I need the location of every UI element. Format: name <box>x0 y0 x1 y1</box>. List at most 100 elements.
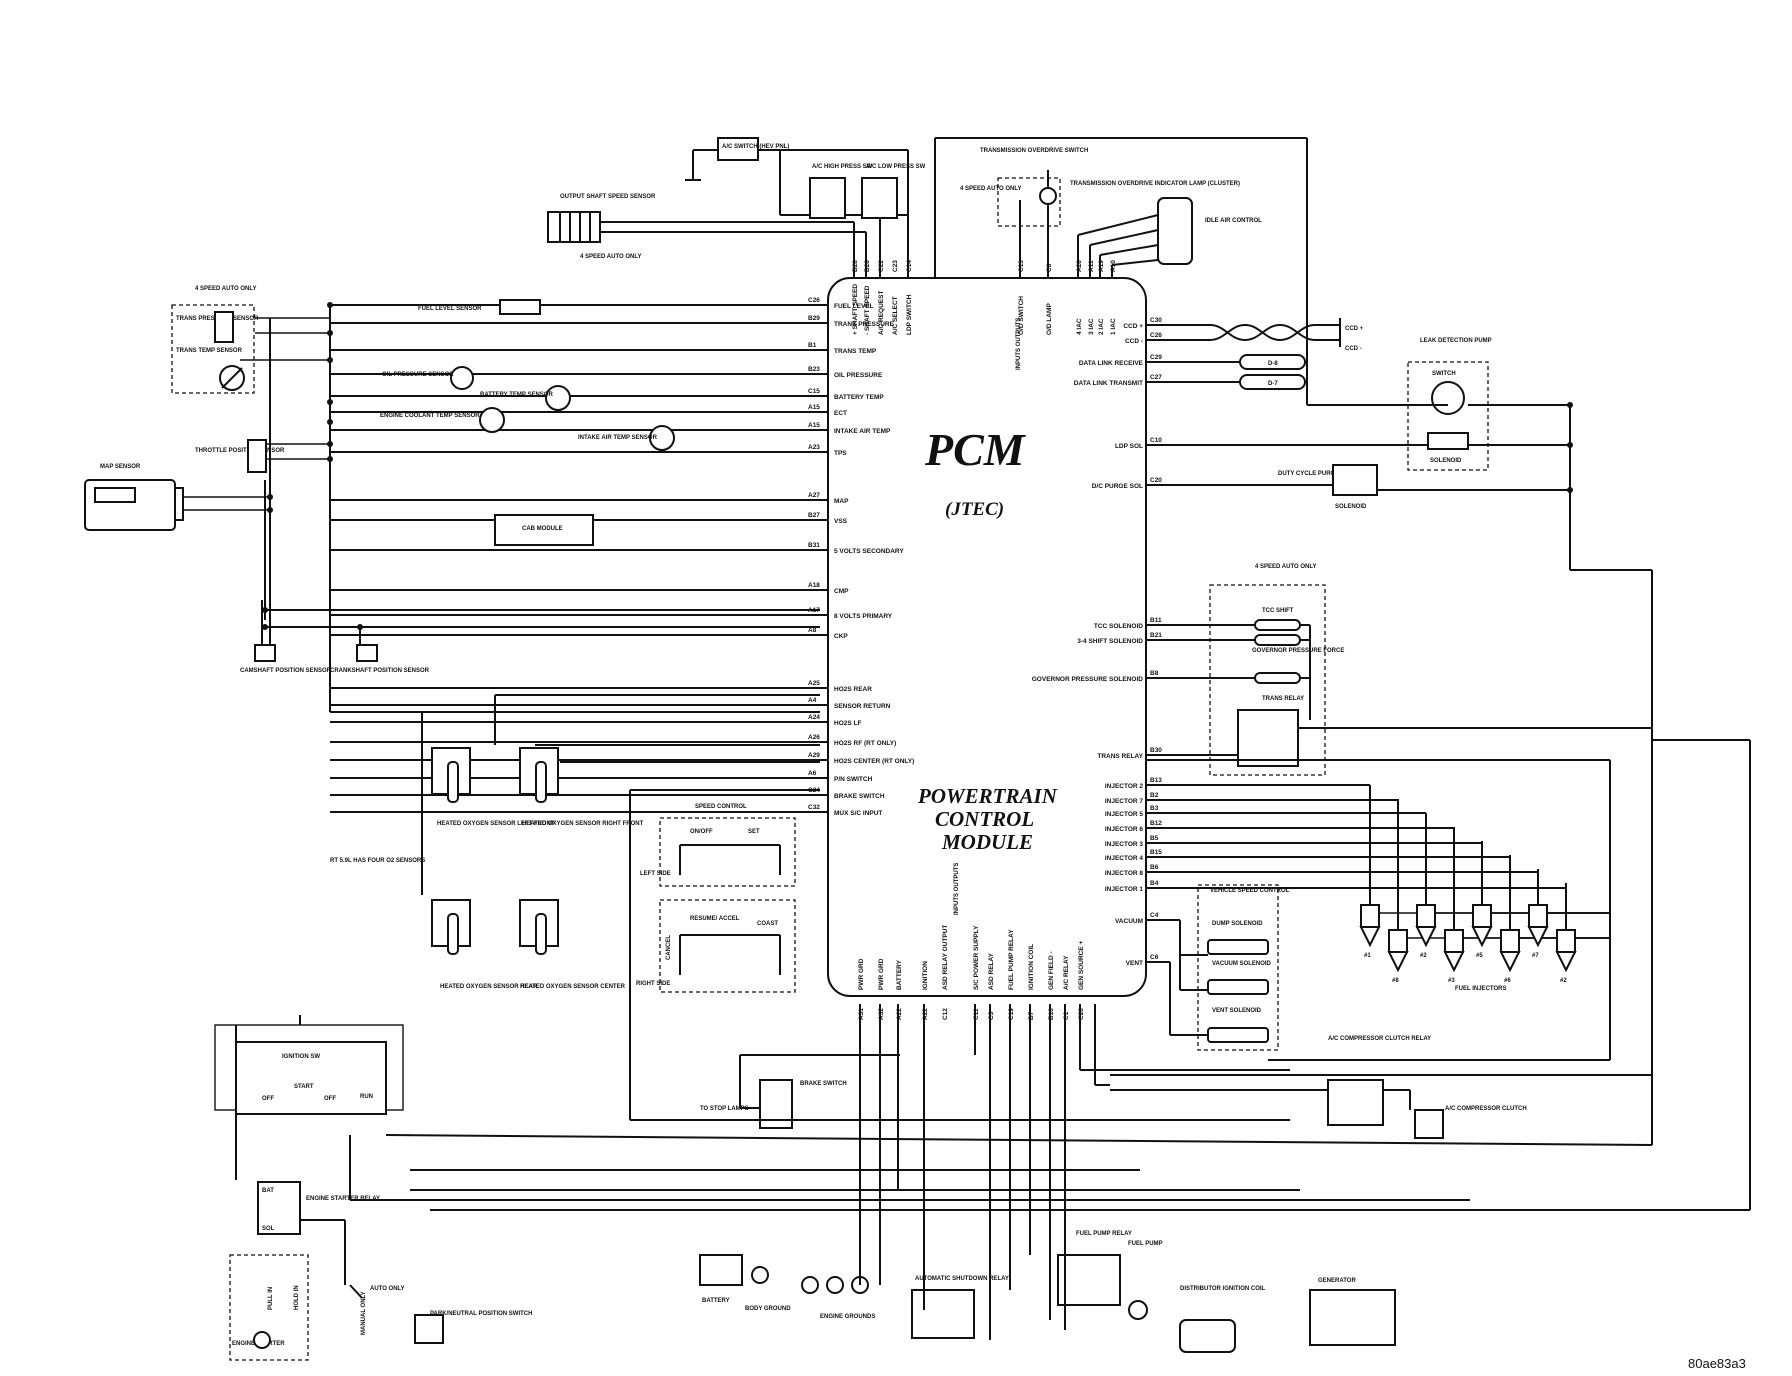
tps-sensor <box>247 439 267 473</box>
iat-label: INTAKE AIR TEMP SENSOR <box>578 435 658 441</box>
top-pin-number: A20 <box>1076 260 1083 272</box>
right-pin-label: CCD + <box>1123 323 1143 330</box>
cancel-label: CANCEL <box>666 935 672 960</box>
resume-accel-label: RESUME/ ACCEL <box>690 916 740 922</box>
purge-solenoid <box>1332 464 1378 496</box>
vsc-dashed <box>1197 884 1279 1051</box>
trans-sensors-note: 4 SPEED AUTO ONLY <box>195 286 256 292</box>
bottom-pin-label: PWR GRD <box>858 958 865 990</box>
ign-start-label: START <box>294 1084 314 1090</box>
left-pin-number: A24 <box>808 714 820 721</box>
pcm-name-line2: CONTROL <box>935 807 1034 831</box>
iat-sensor <box>649 425 675 451</box>
trans-sol-note: 4 SPEED AUTO ONLY <box>1255 564 1316 570</box>
left-components: FUEL LEVEL SENSOR 4 SPEED AUTO ONLY TRAN… <box>84 286 675 864</box>
bottom-pin-label: ASD RELAY OUTPUT <box>942 925 949 990</box>
bottom-components: IGNITION SW OFF START OFF RUN BAT SOL EN… <box>214 739 1751 1361</box>
ldp-switch-label: SWITCH <box>1432 371 1456 377</box>
left-pin-label: INTAKE AIR TEMP <box>834 428 891 435</box>
bottom-pin-number: C1 <box>1063 1011 1070 1020</box>
injector-nozzle <box>1499 951 1521 973</box>
oil-pressure-label: OIL PRESSURE SENSOR <box>382 372 454 378</box>
manual-only-label: MANUAL ONLY <box>361 1291 367 1335</box>
reference-code: 80ae83a3 <box>1688 1356 1746 1371</box>
bottom-pin-label: IGNITION COIL <box>1028 944 1035 990</box>
right-pin-number: B13 <box>1150 777 1162 784</box>
right-pin-number: C26 <box>1150 332 1162 339</box>
ac-high-press-switch <box>809 177 846 219</box>
bottom-pin-label: GEN FIELD - <box>1048 951 1055 990</box>
injector-body <box>1360 904 1380 928</box>
bottom-pin-number: B7 <box>1028 1011 1035 1020</box>
bottom-pin-number: A31 <box>858 1008 865 1020</box>
right-pin-number: B21 <box>1150 632 1162 639</box>
left-pin-label: CMP <box>834 588 849 595</box>
left-pin-number: A4 <box>808 697 817 704</box>
injector-nozzle <box>1555 951 1577 973</box>
bottom-pin-number: C3 <box>988 1011 995 1020</box>
injector-body <box>1500 929 1520 953</box>
ac-clutch-relay-label: A/C COMPRESSOR CLUTCH RELAY <box>1328 1036 1431 1042</box>
injector-nozzle <box>1471 926 1493 948</box>
left-pin-label: VSS <box>834 518 848 525</box>
o2-left-front-label: HEATED OXYGEN SENSOR LEFT FRONT <box>437 821 555 827</box>
pcm-name-line1: POWERTRAIN <box>917 784 1058 808</box>
right-pin-number: B3 <box>1150 805 1159 812</box>
right-pin-number: C6 <box>1150 954 1159 961</box>
right-pin-label: D/C PURGE SOL <box>1092 483 1143 490</box>
ac-clutch-relay <box>1327 1079 1384 1126</box>
right-pin-label: DATA LINK TRANSMIT <box>1074 380 1143 387</box>
battery-temp-sensor <box>545 385 571 411</box>
ect-label: ENGINE COOLANT TEMP SENSOR <box>380 413 480 419</box>
left-pin-label: HO2S REAR <box>834 686 872 693</box>
speed-control: SPEED CONTROL ON/OFF SET RESUME/ ACCEL C… <box>629 789 820 1120</box>
coast-label: COAST <box>757 921 778 927</box>
fuel-pump-motor <box>1128 1300 1148 1320</box>
tps-label: THROTTLE POSITION SENSOR <box>195 448 285 454</box>
left-pin-number: A18 <box>808 582 820 589</box>
injector-number: #2 <box>1420 953 1427 959</box>
ign-off-label-1: OFF <box>262 1096 274 1102</box>
brake-switch-label: BRAKE SWITCH <box>800 1081 847 1087</box>
right-pin-number: B12 <box>1150 820 1162 827</box>
top-pin-number: A11 <box>1088 260 1095 272</box>
left-pin-number: A8 <box>808 627 817 634</box>
top-pin-number: B26 <box>864 260 871 272</box>
cab-module <box>494 514 594 546</box>
overdrive-switch-label: TRANSMISSION OVERDRIVE SWITCH <box>980 148 1088 154</box>
top-pin-label: 2 IAC <box>1098 318 1105 335</box>
cab-module-label: CAB MODULE <box>522 526 563 532</box>
speed-control-label: SPEED CONTROL <box>695 804 747 810</box>
right-pin-label: INJECTOR 6 <box>1105 826 1144 833</box>
engine-grounds-label: ENGINE GROUNDS <box>820 1314 875 1320</box>
ac-clutch <box>1414 1109 1444 1139</box>
asd-relay-label: AUTOMATIC SHUTDOWN RELAY <box>915 1276 1009 1282</box>
injector-nozzle <box>1359 926 1381 948</box>
idle-air-control-box <box>1157 197 1193 265</box>
injector-body <box>1388 929 1408 953</box>
distributor-label: DISTRIBUTOR IGNITION COIL <box>1180 1286 1266 1292</box>
right-pin-label: GOVERNOR PRESSURE SOLENOID <box>1032 676 1144 683</box>
injector-number: #7 <box>1532 953 1539 959</box>
injector-nozzle <box>1443 951 1465 973</box>
left-side-label: LEFT SIDE <box>640 871 671 877</box>
injector-nozzle <box>1387 951 1409 973</box>
left-wiring <box>180 302 820 713</box>
ign-off-label-2: OFF <box>324 1096 336 1102</box>
top-pin-label: O/D LAMP <box>1046 303 1053 335</box>
left-pin-label: FUEL LEVEL <box>834 303 874 310</box>
overdrive-lamp-label: TRANSMISSION OVERDRIVE INDICATOR LAMP (C… <box>1070 181 1240 187</box>
top-pin-label: 3 IAC <box>1088 318 1095 335</box>
body-ground-label: BODY GROUND <box>745 1306 791 1312</box>
injector-body <box>1556 929 1576 953</box>
left-pin-label: ECT <box>834 410 847 417</box>
trans-relay-label: TRANS RELAY <box>1262 696 1304 702</box>
right-pin-number: C29 <box>1150 354 1162 361</box>
bottom-pin-label: GEN SOURCE + <box>1078 940 1085 990</box>
ccd-plus-label: CCD + <box>1345 326 1364 332</box>
bottom-pin-number: C20 <box>1078 1008 1085 1020</box>
left-pin-number: C26 <box>808 297 820 304</box>
bottom-pin-number: C19 <box>1008 1008 1015 1020</box>
injector-nozzle <box>1527 926 1549 948</box>
right-pin-label: TRANS RELAY <box>1097 753 1143 760</box>
